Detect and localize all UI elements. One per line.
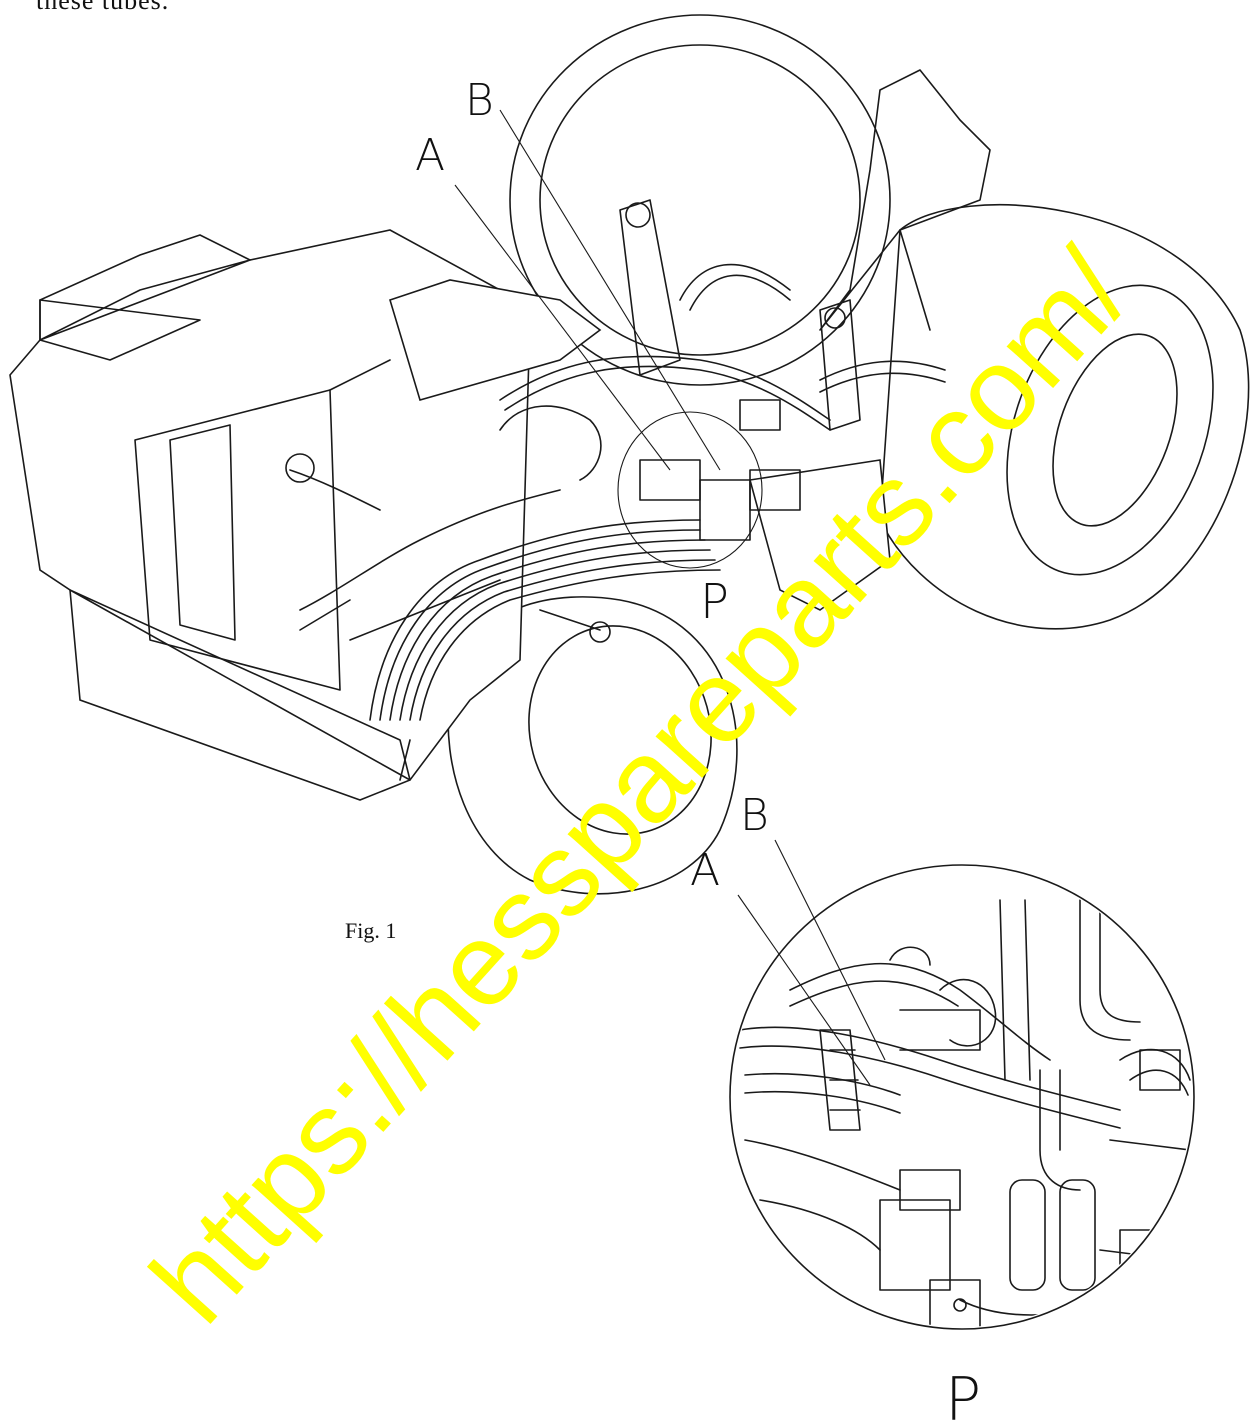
rear-wheel-back: [509, 14, 891, 386]
callout-p-inset: P: [945, 1365, 981, 1427]
front-wheel: [447, 596, 738, 895]
lift-cylinders: [619, 199, 861, 431]
callout-p-main: P: [700, 574, 729, 630]
frame-right: [748, 69, 991, 611]
valve-cluster: [499, 399, 801, 541]
inset-detail-view: [729, 864, 1195, 1330]
engine-housing: [9, 229, 602, 801]
leader-lines-inset: [737, 839, 886, 1086]
callout-b-main: B: [465, 75, 494, 126]
callout-a-main: A: [415, 130, 445, 181]
right-wheel: [879, 204, 1250, 630]
tube-bundle: [285, 263, 946, 721]
callout-b-inset: B: [740, 790, 769, 841]
detail-circle-main: [617, 411, 763, 569]
top-text-fragment: these tubes.: [36, 0, 170, 15]
callout-a-inset: A: [690, 845, 720, 896]
figure-caption: Fig. 1: [345, 918, 396, 943]
leader-lines-main: [454, 109, 721, 471]
